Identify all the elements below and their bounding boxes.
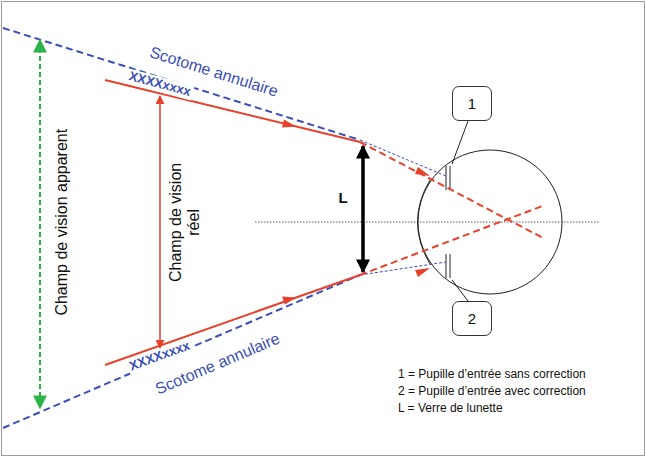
optical-axis <box>255 222 600 223</box>
refracted-ray <box>360 142 545 239</box>
refracted-ray <box>360 205 545 275</box>
callout-number: 2 <box>458 306 486 331</box>
lens-label: L <box>338 189 347 206</box>
leader-line <box>452 280 468 301</box>
apparent-field-ray <box>360 262 446 275</box>
scotoma-label: Scotome annulaire <box>153 329 283 398</box>
ray-arrowhead <box>415 268 430 277</box>
real-field-arrow <box>159 96 161 348</box>
ray-arrowhead <box>282 297 296 305</box>
pupil-mark <box>446 254 447 278</box>
spectacle-lens <box>361 146 365 272</box>
field-label: Champ de vision réel <box>167 152 204 292</box>
pupil-mark <box>446 166 447 190</box>
leader-line <box>452 121 468 164</box>
field-label: Champ de vision apparent <box>53 129 71 316</box>
key-line: 1 = Pupille d’entrée sans correction <box>398 368 586 382</box>
eye-globe <box>418 150 562 294</box>
apparent-field-arrow <box>39 40 41 408</box>
key-line: L = Verre de lunette <box>398 402 503 416</box>
pupil-mark <box>450 166 451 190</box>
ray-arrowhead <box>282 120 296 128</box>
apparent-field-ray <box>360 140 446 176</box>
real-field-ray <box>105 80 360 142</box>
apparent-field-ray <box>3 28 360 140</box>
callout-number: 1 <box>458 91 486 116</box>
callout-box: 1 <box>452 86 492 121</box>
callout-box: 2 <box>452 301 492 336</box>
pupil-mark <box>450 254 451 278</box>
key-line: 2 = Pupille d’entrée avec correction <box>398 385 586 399</box>
